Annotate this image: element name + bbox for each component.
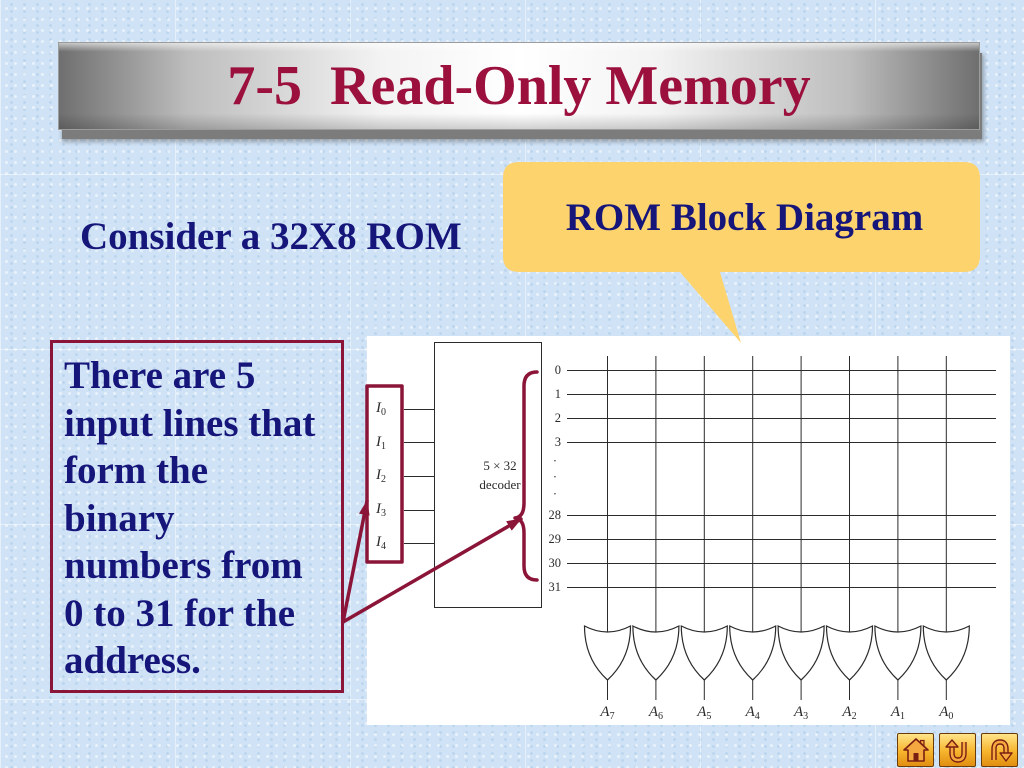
- input-letter: I: [375, 534, 382, 550]
- gate-output-subscript: 1: [900, 711, 905, 722]
- gate-output-subscript: 6: [658, 711, 663, 722]
- u-turn-button[interactable]: [939, 733, 976, 767]
- gate-output-letter: A: [648, 704, 659, 720]
- note-line: There are 5: [64, 354, 256, 397]
- callout-label: ROM Block Diagram: [565, 196, 924, 239]
- decoder-box: [434, 342, 542, 608]
- gate-output-label-a7: A7: [599, 704, 614, 722]
- note-line: numbers from: [64, 544, 303, 587]
- gate-output-label-a6: A6: [648, 704, 663, 722]
- home-icon: [902, 738, 929, 762]
- or-gate-2: [825, 625, 874, 681]
- or-gate-5: [680, 625, 728, 681]
- gate-output-subscript: 7: [610, 711, 615, 722]
- output-label: 28: [549, 508, 562, 522]
- input-letter: I: [375, 400, 382, 416]
- input-label-i0: I0: [375, 400, 386, 418]
- input-subscript: 2: [381, 474, 386, 485]
- output-label: 1: [555, 387, 561, 401]
- output-label: 30: [549, 556, 562, 570]
- u-turn-icon: [944, 739, 967, 763]
- note-box: There are 5 input lines that form the bi…: [50, 340, 344, 693]
- gate-output-subscript: 5: [706, 711, 711, 722]
- decoder-name-label: decoder: [479, 477, 521, 492]
- slide-title: 7-5 Read-Only Memory: [227, 55, 811, 117]
- gate-output-label-a2: A2: [841, 704, 856, 722]
- input-subscript: 0: [381, 407, 386, 418]
- gate-output-label-a3: A3: [793, 704, 808, 722]
- return-icon: [990, 739, 1013, 762]
- input-letter: I: [375, 501, 382, 517]
- gate-output-subscript: 2: [852, 711, 857, 722]
- or-gate-4: [729, 625, 777, 681]
- input-label-i3: I3: [375, 501, 386, 519]
- gate-output-label-a0: A0: [938, 704, 953, 722]
- gate-output-letter: A: [745, 704, 756, 720]
- gate-output-subscript: 3: [803, 711, 808, 722]
- output-label: 2: [555, 411, 561, 425]
- inputs-highlight-box: [365, 384, 404, 564]
- arrow-to-inputs: [341, 499, 370, 624]
- gate-output-letter: A: [696, 704, 707, 720]
- output-label: 31: [549, 580, 562, 594]
- output-ellipsis-dot: ·: [553, 454, 557, 468]
- output-label: 29: [549, 532, 562, 546]
- title-banner: 7-5 Read-Only Memory: [58, 42, 980, 130]
- gate-output-letter: A: [841, 704, 852, 720]
- output-ellipsis-dot: ·: [553, 487, 557, 501]
- input-label-i1: I1: [375, 434, 386, 452]
- gate-output-letter: A: [793, 704, 804, 720]
- or-gate-3: [777, 625, 825, 681]
- note-line: form the: [64, 449, 209, 492]
- arrow-to-outputs: [341, 517, 523, 624]
- gate-output-subscript: 0: [948, 711, 953, 722]
- or-gate-1: [874, 625, 922, 681]
- or-gate-7: [583, 625, 632, 681]
- input-label-i4: I4: [375, 534, 386, 552]
- input-letter: I: [375, 434, 382, 450]
- input-label-i2: I2: [375, 467, 386, 485]
- diagram-wires: [404, 356, 996, 700]
- or-gate-0: [922, 625, 970, 681]
- note-line: binary: [64, 496, 175, 540]
- note-line: input lines that: [64, 401, 316, 445]
- gate-output-subscript: 4: [755, 711, 760, 722]
- input-subscript: 4: [381, 541, 386, 552]
- note-line: 0 to 31 for the: [64, 591, 296, 635]
- diagram-panel: [367, 336, 1010, 725]
- rom-size-text: Consider a 32X8 ROM: [80, 215, 462, 258]
- output-label: 3: [555, 435, 561, 449]
- or-gate-6: [632, 625, 680, 681]
- input-subscript: 3: [381, 508, 386, 519]
- gate-output-label-a1: A1: [890, 704, 905, 722]
- home-button[interactable]: [897, 733, 934, 767]
- input-subscript: 1: [381, 441, 386, 452]
- return-button[interactable]: [981, 733, 1018, 767]
- output-ellipsis-dot: ·: [553, 470, 557, 484]
- decoder-size-label: 5 × 32: [483, 458, 516, 473]
- note-line: address.: [64, 639, 201, 682]
- gate-output-label-a4: A4: [745, 704, 760, 722]
- gate-output-letter: A: [938, 704, 949, 720]
- output-label: 0: [555, 363, 561, 377]
- gate-output-letter: A: [890, 704, 901, 720]
- gate-output-letter: A: [599, 704, 610, 720]
- outputs-brace: [513, 370, 539, 582]
- input-letter: I: [375, 467, 382, 483]
- gate-output-label-a5: A5: [696, 704, 711, 722]
